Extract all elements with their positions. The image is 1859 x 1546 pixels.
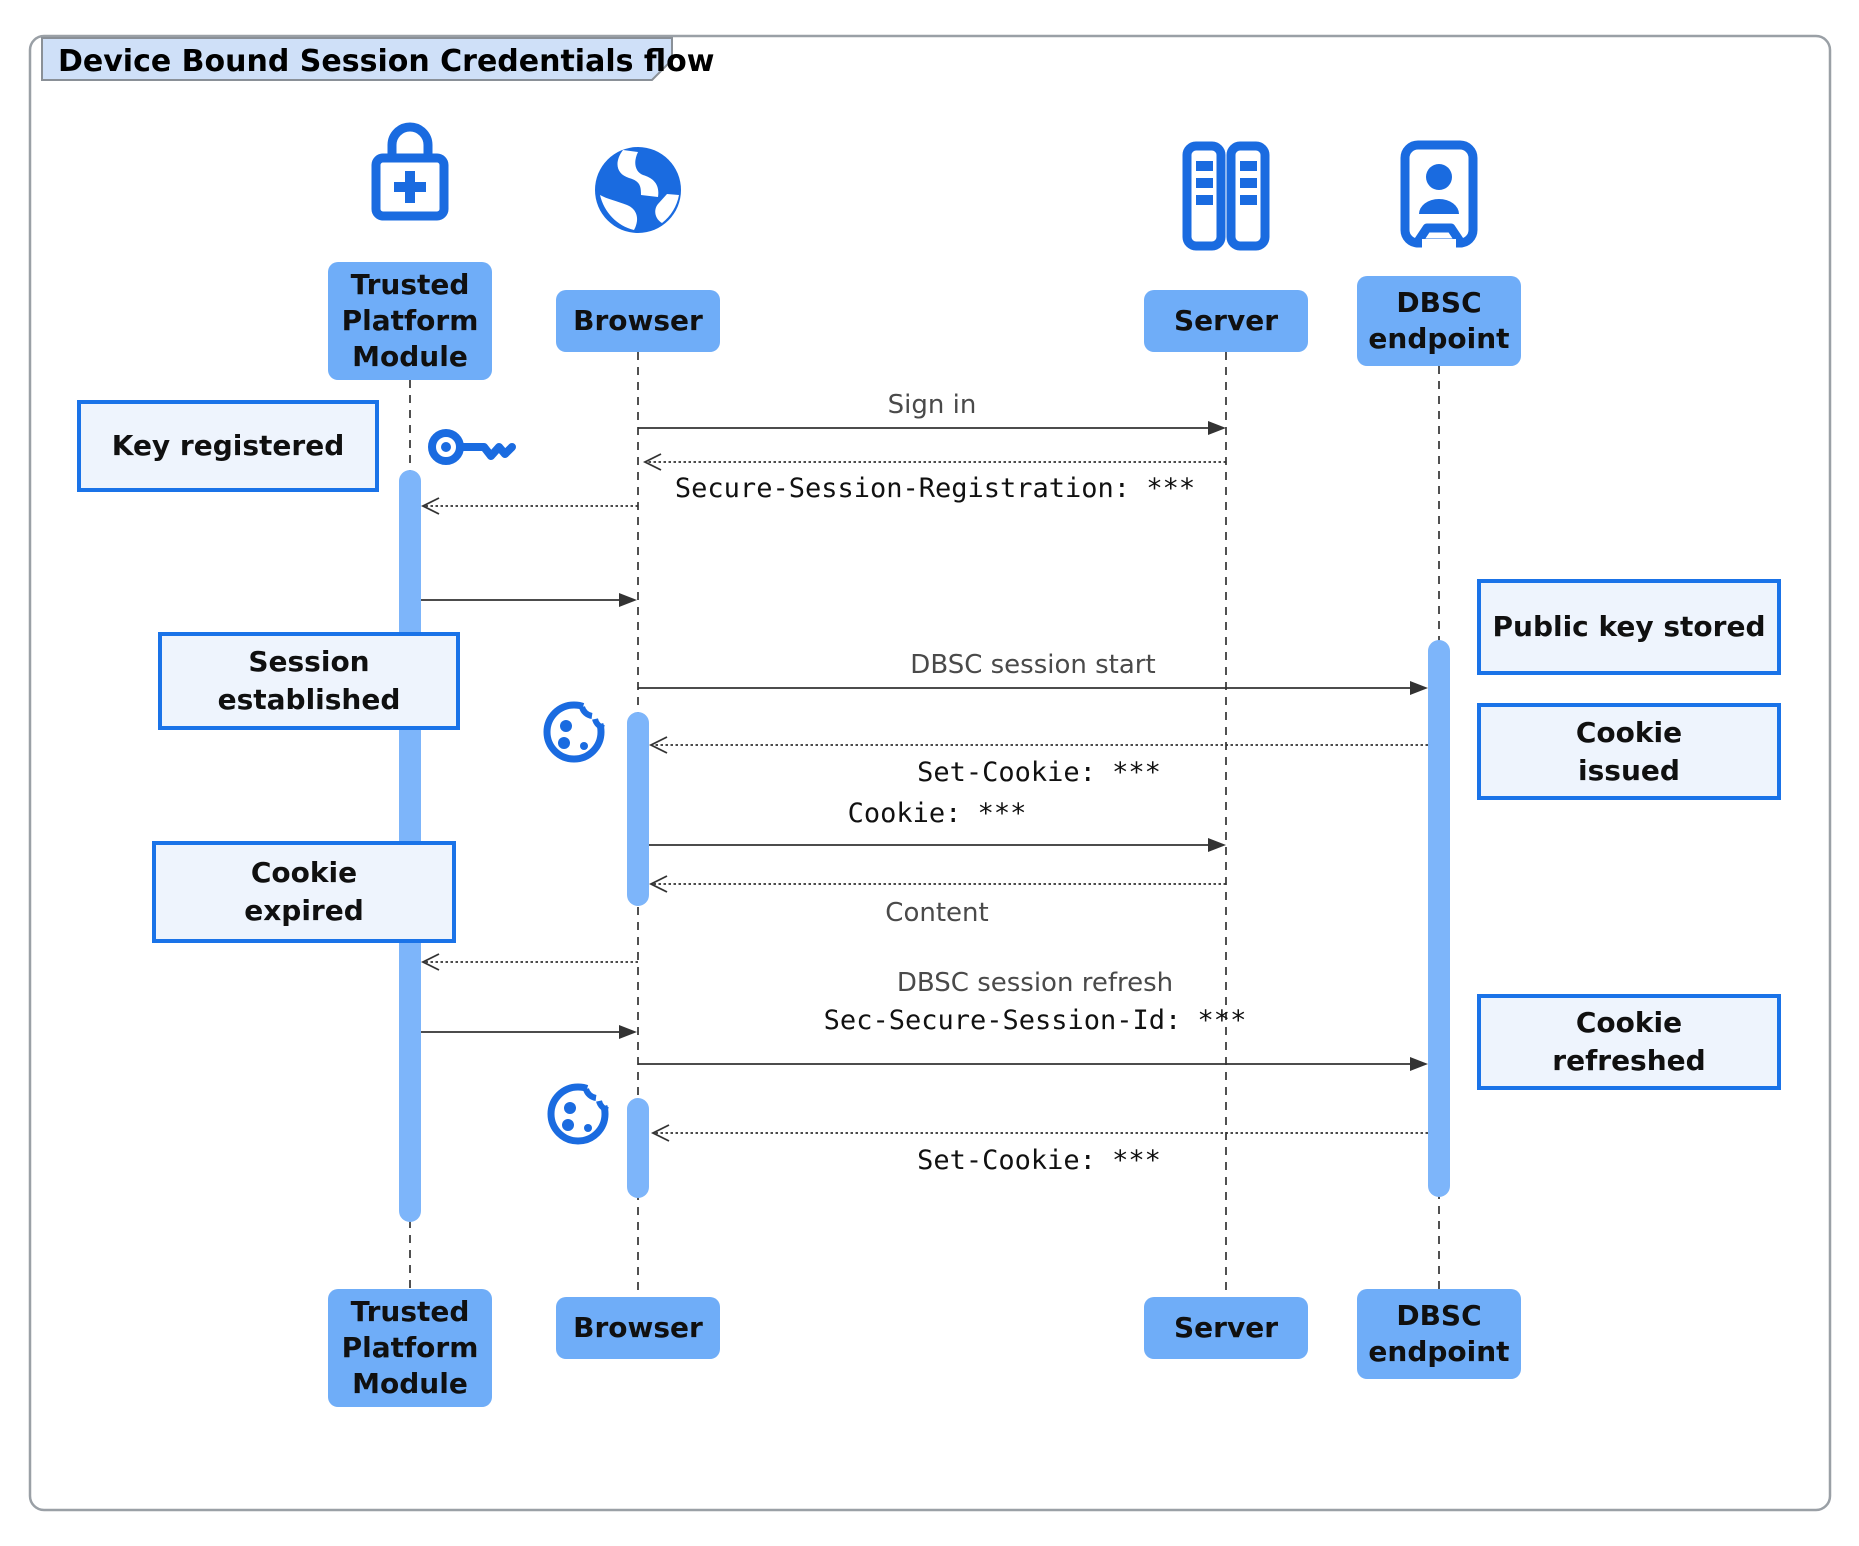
actor-label-tpm-bottom: Trusted Platform Module — [328, 1289, 492, 1407]
diagram-frame — [28, 34, 1832, 1512]
note-key-registered: Key registered — [77, 400, 379, 492]
message-label-dbsc-session-refresh: DBSC session refresh — [896, 968, 1174, 998]
globe-icon — [595, 147, 681, 233]
note-cookie-issued: Cookie issued — [1477, 703, 1781, 800]
note-session-established: Session established — [158, 632, 460, 730]
note-public-key-stored: Public key stored — [1477, 579, 1781, 675]
id-card-person-icon — [1400, 140, 1478, 248]
activation-bar-browser-2 — [627, 1098, 649, 1198]
actor-label-dbsc-bottom: DBSC endpoint — [1357, 1289, 1521, 1379]
message-label-set-cookie-1: Set-Cookie: *** — [917, 757, 1161, 788]
actor-label-dbsc-top: DBSC endpoint — [1357, 276, 1521, 366]
title-tab — [41, 37, 673, 81]
diagram-title: Device Bound Session Credentials flow — [58, 44, 715, 79]
message-arrows — [420, 421, 1428, 1142]
message-label-dbsc-session-start: DBSC session start — [910, 650, 1156, 680]
note-cookie-refreshed: Cookie refreshed — [1477, 994, 1781, 1090]
activation-bar-browser-1 — [627, 712, 649, 906]
cookie-icon — [547, 694, 613, 759]
cookie-icon — [551, 1076, 617, 1141]
actor-label-server-top: Server — [1144, 290, 1308, 352]
message-label-sign-in: Sign in — [887, 390, 977, 420]
message-label-content: Content — [885, 898, 989, 928]
actor-label-browser-top: Browser — [556, 290, 720, 352]
key-icon — [428, 429, 516, 465]
message-label-cookie: Cookie: *** — [847, 798, 1027, 829]
server-icon — [1182, 141, 1270, 251]
message-label-secure-session-id: Sec-Secure-Session-Id: *** — [823, 1005, 1247, 1036]
lock-plus-icon — [371, 122, 449, 221]
actor-label-tpm-top: Trusted Platform Module — [328, 262, 492, 380]
actor-label-browser-bottom: Browser — [556, 1297, 720, 1359]
message-label-session-registration: Secure-Session-Registration: *** — [674, 473, 1196, 504]
actor-label-server-bottom: Server — [1144, 1297, 1308, 1359]
note-cookie-expired: Cookie expired — [152, 841, 456, 943]
activation-bar-dbsc — [1428, 640, 1450, 1197]
message-label-set-cookie-2: Set-Cookie: *** — [917, 1145, 1161, 1176]
